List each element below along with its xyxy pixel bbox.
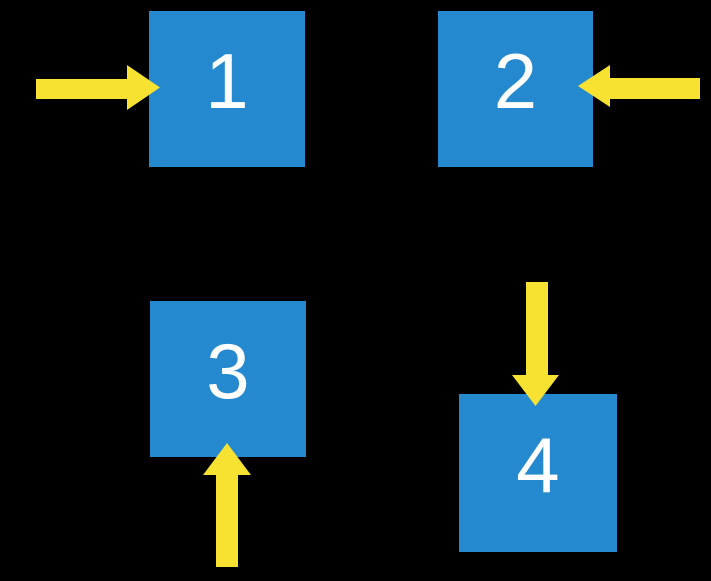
box-4: 4 [459,394,617,552]
arrow-right-icon [36,65,160,110]
box-1: 1 [149,11,305,167]
box-1-label: 1 [205,37,249,125]
box-4-label: 4 [516,421,560,509]
box-3: 3 [150,301,306,457]
arrow-down-icon [512,282,559,406]
box-2: 2 [438,11,593,167]
arrow-up-icon [203,443,251,567]
box-2-label: 2 [493,37,538,125]
arrow-left-icon [578,65,700,107]
box-3-label: 3 [206,327,250,415]
